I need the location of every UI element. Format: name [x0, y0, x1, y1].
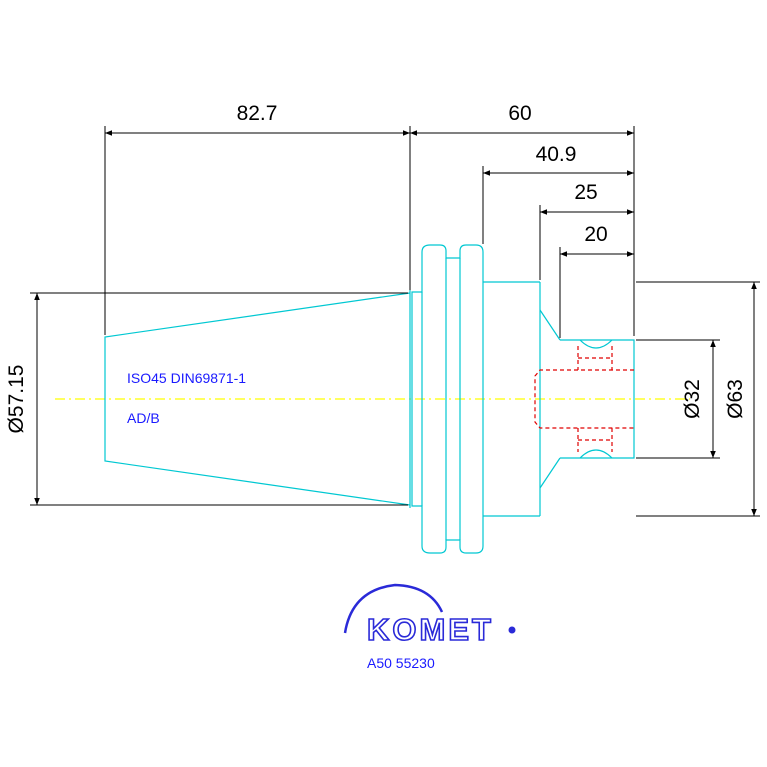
part-number: A50 55230 — [367, 655, 435, 671]
variant-label: AD/B — [127, 410, 160, 426]
nose-notch-bottom — [579, 449, 613, 459]
dimension-lines — [30, 126, 760, 517]
dim-dia-63: Ø63 — [724, 379, 747, 419]
nose-outline — [560, 339, 635, 459]
tool-outline — [104, 244, 635, 554]
logo-dot — [508, 626, 516, 634]
body-chamfer-top — [539, 309, 561, 341]
hidden-lines — [534, 346, 634, 452]
logo-arc — [343, 583, 444, 634]
dim-dia-57: Ø57.15 — [5, 365, 28, 434]
hidden-bore — [534, 369, 634, 429]
standard-label: ISO45 DIN69871-1 — [127, 370, 246, 386]
dim-20: 20 — [584, 223, 607, 246]
dim-40-9: 40.9 — [536, 143, 577, 166]
dim-60: 60 — [508, 102, 531, 125]
logo-brand: KOMET — [367, 612, 494, 647]
dim-dia-32: Ø32 — [681, 379, 704, 419]
dim-25: 25 — [574, 181, 597, 204]
dim-82-7: 82.7 — [237, 102, 278, 125]
body-chamfer-bottom — [539, 457, 561, 489]
komet-logo: KOMET — [343, 583, 516, 648]
taper-body — [104, 292, 411, 506]
nose-notch-top — [579, 339, 613, 349]
